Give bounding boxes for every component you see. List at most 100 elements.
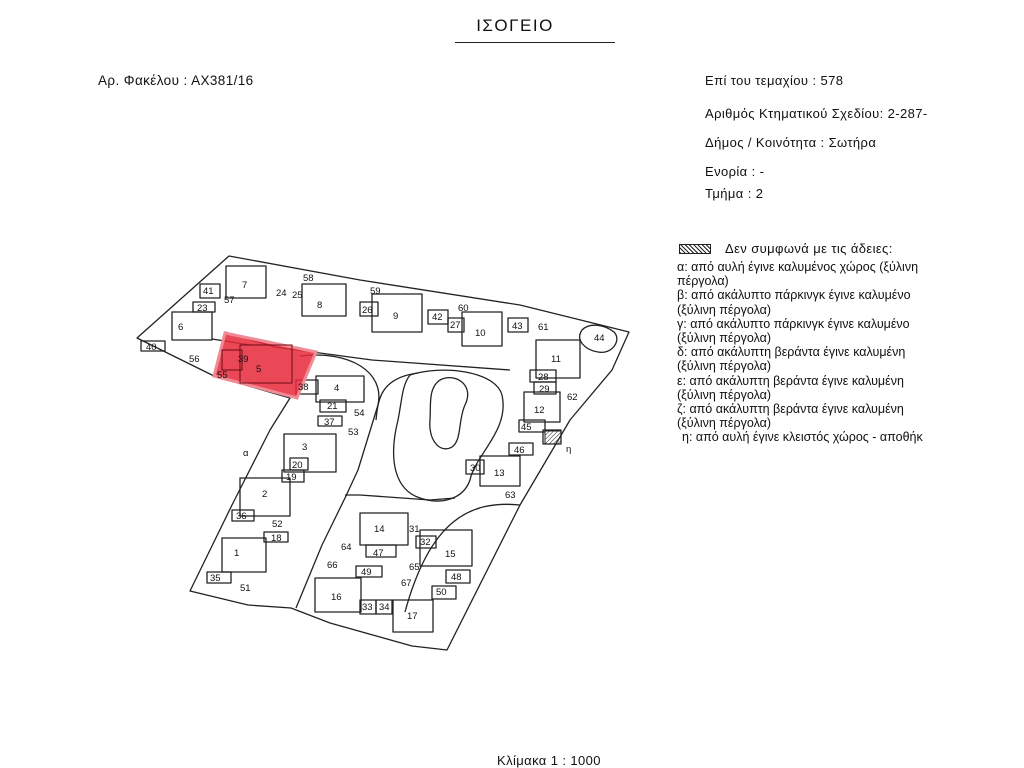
plot-label: 15 — [445, 549, 456, 560]
plot-label: 43 — [512, 321, 523, 332]
plot-label: 57 — [224, 295, 235, 306]
legend-note: (ξύλινη πέργολα) — [677, 387, 772, 402]
plot-label: 5 — [256, 364, 261, 375]
plot-label: 23 — [197, 303, 208, 314]
plot-label: 28 — [538, 372, 549, 383]
parcel-info: Επί του τεμαχίου : 578 — [705, 73, 844, 88]
plot-label: 40 — [146, 342, 157, 353]
plot-label: 33 — [362, 602, 373, 613]
plot-label: 45 — [521, 422, 532, 433]
plot-label: 29 — [539, 384, 550, 395]
hatch-swatch-icon — [679, 244, 711, 254]
legend-note: (ξύλινη πέργολα) — [677, 359, 772, 374]
plot-label: 65 — [409, 562, 420, 573]
plot-label: 62 — [567, 392, 578, 403]
plot-label: 39 — [238, 354, 249, 365]
plot-label: 27 — [450, 320, 461, 331]
plot-label: α — [243, 448, 249, 459]
plot-label: 31 — [409, 524, 420, 535]
legend-title: Δεν συμφωνά με τις άδειες: — [725, 241, 893, 256]
plot-label: 59 — [370, 286, 381, 297]
plot-label: 42 — [432, 312, 443, 323]
title-underline — [455, 42, 615, 43]
plot-label: 6 — [178, 322, 183, 333]
plot-label: 50 — [436, 587, 447, 598]
plot-label: 12 — [534, 405, 545, 416]
plot-label: 17 — [407, 611, 418, 622]
plot-label: 25 — [292, 290, 303, 301]
plot-label: 64 — [341, 542, 352, 553]
plot-label: 56 — [189, 354, 200, 365]
legend-note: δ: από ακάλυπτη βεράντα έγινε καλυμένη — [677, 345, 906, 360]
legend-note: πέργολα) — [677, 274, 729, 289]
legend-note: (ξύλινη πέργολα) — [677, 416, 772, 431]
road-edge — [375, 372, 419, 421]
plot-label: 66 — [327, 560, 338, 571]
plot-label: 61 — [538, 322, 549, 333]
plot-label: 35 — [210, 573, 221, 584]
plot-label: 36 — [236, 511, 247, 522]
site-boundary — [136, 255, 630, 651]
plot-label: 1 — [234, 548, 239, 559]
plot-label: 48 — [451, 572, 462, 583]
plot-label: 38 — [298, 382, 309, 393]
scale-label: Κλίμακα 1 : 1000 — [497, 753, 601, 768]
plot-label: 24 — [276, 288, 287, 299]
legend-note: ζ: από ακάλυπτη βεράντα έγινε καλυμένη — [677, 402, 904, 417]
parish-info: Ενορία : - — [705, 164, 765, 179]
central-island — [392, 369, 504, 502]
road-edge — [295, 354, 380, 609]
plot-label: 67 — [401, 578, 412, 589]
plot-label: 2 — [262, 489, 267, 500]
plot-label: 47 — [373, 548, 384, 559]
road-edge — [345, 494, 456, 501]
plot-label: 58 — [303, 273, 314, 284]
page-title: ΙΣΟΓΕΙΟ — [476, 16, 554, 35]
legend-note: (ξύλινη πέργολα) — [677, 302, 772, 317]
plot-label: 4 — [334, 383, 339, 394]
hatched-unit — [544, 430, 562, 445]
section-info: Τμήμα : 2 — [705, 186, 764, 201]
plot-label: 13 — [494, 468, 505, 479]
plot-label: 26 — [362, 305, 373, 316]
plot-label: 21 — [327, 401, 338, 412]
plot-label: 54 — [354, 408, 365, 419]
municipality-info: Δήμος / Κοινότητα : Σωτήρα — [705, 135, 877, 150]
plot-label: 55 — [217, 370, 228, 381]
plot-label: 7 — [242, 280, 247, 291]
plot-label: 3 — [302, 442, 307, 453]
legend-note: α: από αυλή έγινε καλυμένος χώρος (ξύλιν… — [677, 260, 919, 274]
plan-number-info: Αριθμός Κτηματικού Σχεδίου: 2-287- — [705, 106, 928, 121]
plot-label: 34 — [379, 602, 390, 613]
plot-label: 41 — [203, 286, 214, 297]
legend-note: β: από ακάλυπτο πάρκινγκ έγινε καλυμένο — [677, 288, 911, 303]
plot-label: 16 — [331, 592, 342, 603]
plot-label: 60 — [458, 303, 469, 314]
plot-label: 53 — [348, 427, 359, 438]
plot-label: 52 — [272, 519, 283, 530]
plot-label: η — [566, 444, 571, 455]
plot-label: 9 — [393, 311, 398, 322]
legend-note: (ξύλινη πέργολα) — [677, 331, 772, 346]
plot-label: 14 — [374, 524, 385, 535]
plot-label: 11 — [551, 354, 561, 365]
legend-note: γ: από ακάλυπτο πάρκινγκ έγινε καλυμένο — [677, 316, 910, 331]
plot-label: 44 — [594, 333, 605, 344]
plot-label: 18 — [271, 533, 282, 544]
file-number: Αρ. Φακέλου : ΑΧ381/16 — [98, 73, 254, 88]
corner-feature — [579, 324, 618, 353]
plot-label: 20 — [292, 460, 303, 471]
plot-label: 10 — [475, 328, 486, 339]
pond — [429, 377, 469, 450]
plot-label: 49 — [361, 567, 372, 578]
plot-label: 19 — [286, 472, 297, 483]
plot-label: 46 — [514, 445, 525, 456]
legend-notes: α: από αυλή έγινε καλυμένος χώρος (ξύλιν… — [677, 260, 1024, 445]
road-edge — [404, 503, 521, 613]
plot-label: 51 — [240, 583, 251, 594]
plot-label: 8 — [317, 300, 322, 311]
legend-note: ε: από ακάλυπτη βεράντα έγινε καλυμένη — [677, 373, 904, 388]
plot-label: 63 — [505, 490, 516, 501]
plot-label: 30 — [470, 463, 481, 474]
